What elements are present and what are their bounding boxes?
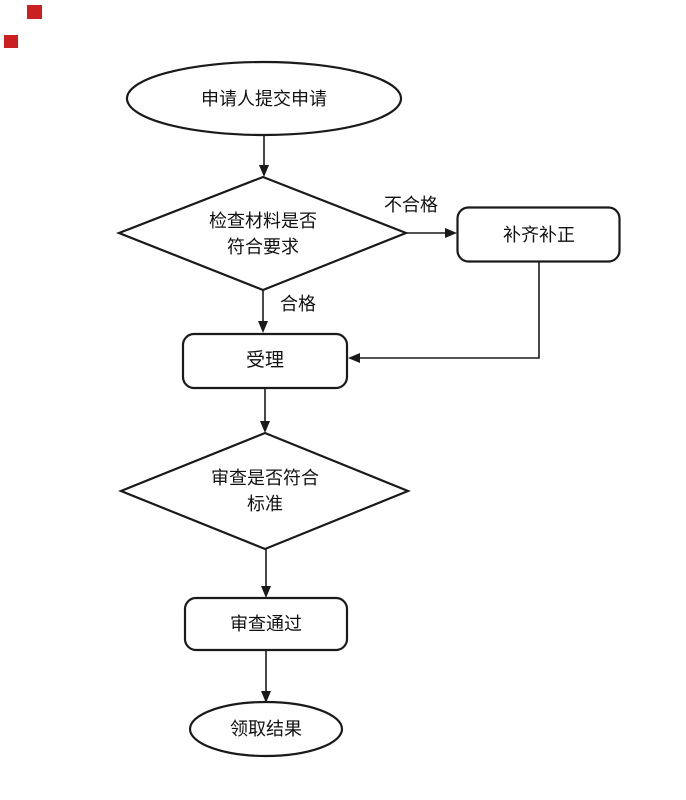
fail-branch-label: 不合格: [384, 195, 438, 215]
arrowhead-review-to-passed: [261, 586, 271, 598]
arrowhead-accept-to-review: [260, 421, 270, 433]
passed-node-shape: [183, 596, 349, 652]
pass-branch-label: 合格: [280, 294, 316, 314]
arrowhead-start-to-check: [259, 165, 269, 177]
edge-supplement-to-accept: [358, 261, 540, 359]
red-marker-top: [27, 5, 42, 19]
review-decision-shape: [118, 431, 411, 551]
red-marker-left: [4, 35, 18, 48]
supplement-node-shape: [456, 206, 621, 263]
accept-node-shape: [181, 332, 349, 390]
start-node-shape: [125, 60, 403, 137]
end-node-shape: [188, 700, 344, 758]
arrowhead-check-to-accept: [258, 321, 268, 333]
check-decision-shape: [115, 175, 409, 292]
arrowhead-passed-to-end: [261, 691, 271, 703]
arrowhead-supplement-to-accept: [348, 353, 360, 363]
arrowhead-check-to-supplement: [445, 228, 457, 238]
